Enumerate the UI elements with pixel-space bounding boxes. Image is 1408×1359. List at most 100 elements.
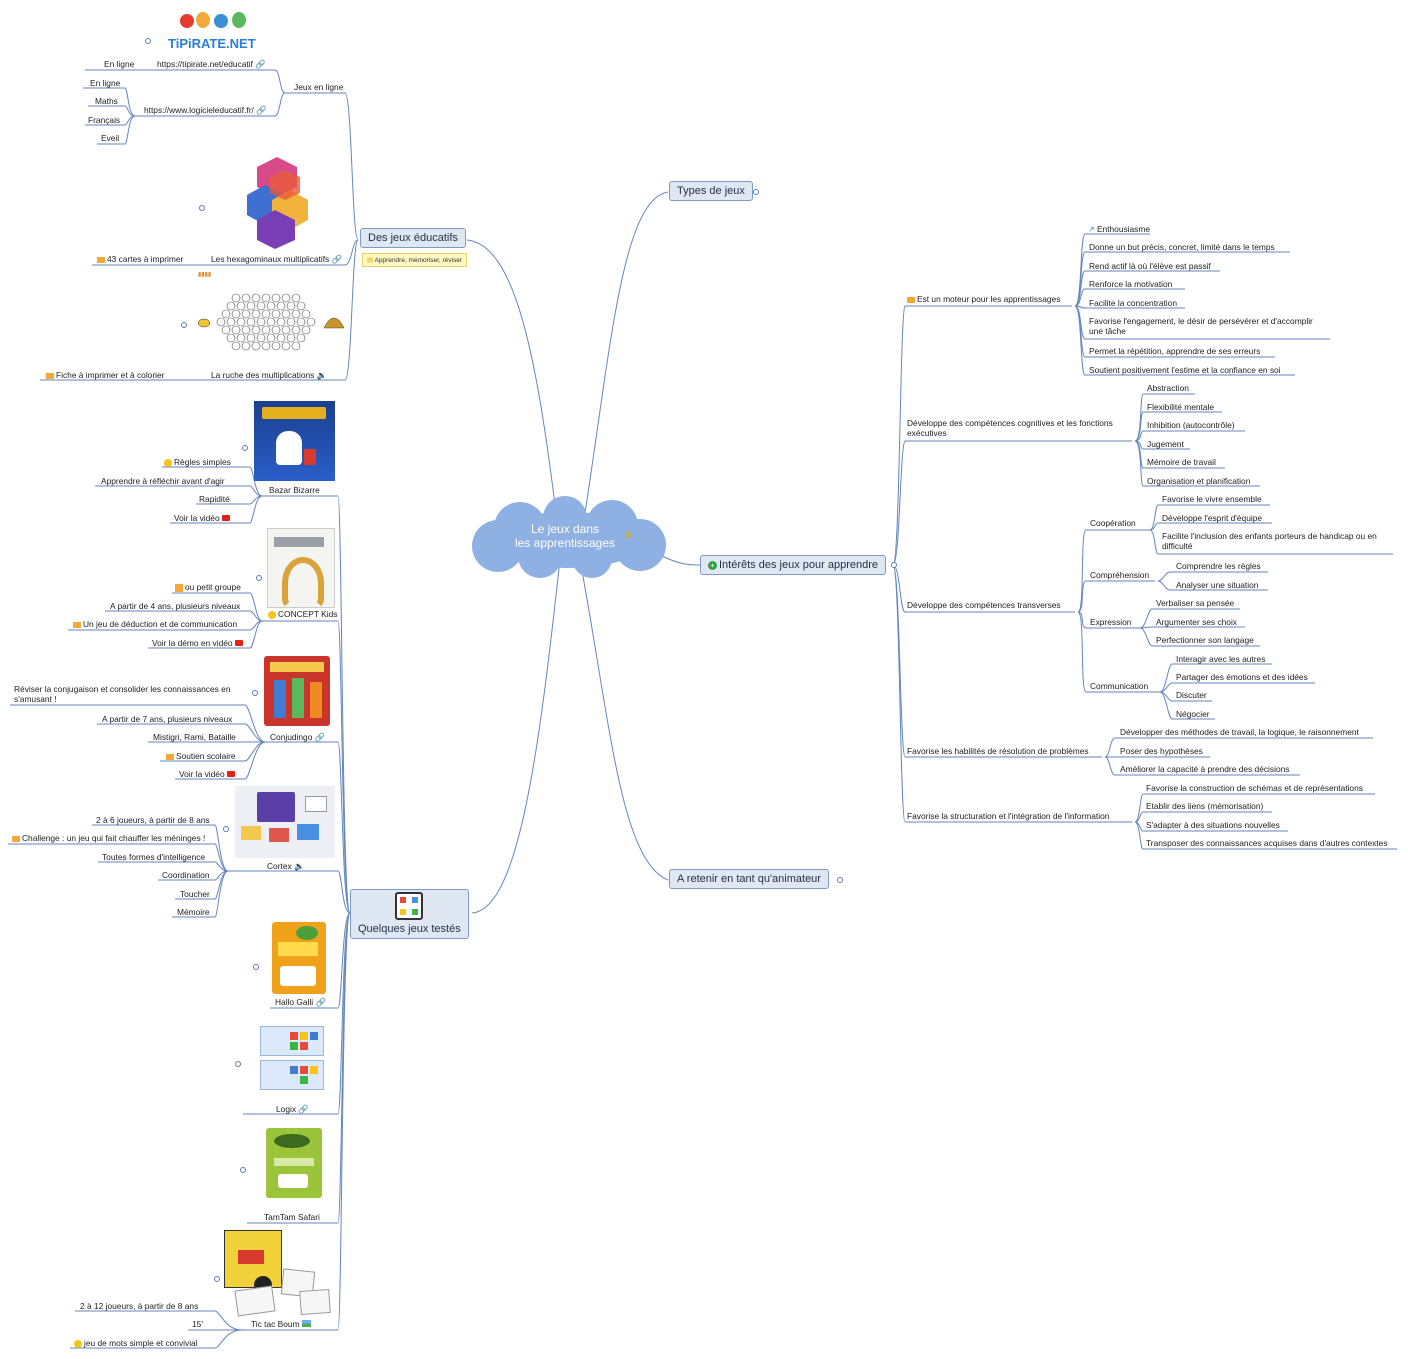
cognitives-child[interactable]: Inhibition (autocontrôle) — [1147, 420, 1235, 430]
moteur-child[interactable]: Rend actif là où l'élève est passif — [1089, 261, 1211, 271]
collapse-dot[interactable] — [253, 964, 259, 970]
logiciel-child[interactable]: Maths — [95, 96, 118, 106]
note-icon[interactable]: ▤ — [625, 530, 633, 539]
problemes-topic[interactable]: Favorise les habilités de résolution de … — [907, 746, 1089, 756]
topic-retenir[interactable]: A retenir en tant qu'animateur — [669, 869, 829, 889]
collapse-dot[interactable] — [753, 189, 759, 195]
cortex-child[interactable]: Coordination — [162, 870, 210, 880]
tipirate-child[interactable]: En ligne — [104, 59, 135, 69]
concept-kids-image[interactable] — [267, 528, 335, 609]
comprehension-child[interactable]: Analyser une situation — [1176, 580, 1259, 590]
logiciel-child[interactable]: Français — [88, 115, 121, 125]
cognitives-topic[interactable]: Développe des compétences cognitives et … — [907, 418, 1113, 438]
hexa-child[interactable]: 43 cartes à imprimer — [97, 254, 183, 264]
jeux-en-ligne-topic[interactable]: Jeux en ligne — [294, 82, 344, 92]
bazar-bizarre-image[interactable] — [254, 401, 335, 481]
structuration-child[interactable]: S'adapter à des situations nouvelles — [1146, 820, 1280, 830]
tamtam-safari-image[interactable] — [266, 1128, 322, 1198]
collapse-dot[interactable] — [235, 1061, 241, 1067]
cortex-child[interactable]: Mémoire — [177, 907, 210, 917]
concept-child[interactable]: A partir de 4 ans, plusieurs niveaux — [110, 601, 241, 611]
communication-child[interactable]: Partager des émotions et des idées — [1176, 672, 1308, 682]
conjudingo-child[interactable]: Mistigri, Rami, Bataille — [153, 732, 236, 742]
game-name[interactable]: Bazar Bizarre — [269, 485, 320, 495]
game-name[interactable]: TamTam Safari — [264, 1212, 320, 1222]
logiciel-link[interactable]: https://www.logicieleducatif.fr/ 🔗 — [144, 105, 267, 115]
structuration-child[interactable]: Favorise la construction de schémas et d… — [1146, 783, 1363, 793]
topic-jeux-educatifs[interactable]: Des jeux éducatifs — [360, 228, 466, 248]
cooperation-topic[interactable]: Coopération — [1090, 518, 1136, 528]
hexagominaux-image[interactable] — [245, 155, 310, 250]
tipirate-link[interactable]: https://tipirate.net/educatif 🔗 — [157, 59, 266, 69]
cortex-topic[interactable]: Cortex 🔉 — [267, 861, 304, 871]
expression-child[interactable]: Argumenter ses choix — [1156, 617, 1237, 627]
cortex-child[interactable]: Challenge : un jeu qui fait chauffer les… — [12, 833, 205, 843]
communication-child[interactable]: Discuter — [1176, 690, 1207, 700]
collapse-dot[interactable] — [256, 575, 262, 581]
cooperation-child[interactable]: Facilite l'inclusion des enfants porteur… — [1162, 531, 1377, 551]
hexa-topic[interactable]: Les hexagominaux multiplicatifs 🔗 — [211, 254, 342, 264]
comprehension-topic[interactable]: Compréhension — [1090, 570, 1150, 580]
moteur-child[interactable]: Donne un but précis, concret, limité dan… — [1089, 242, 1275, 252]
problemes-child[interactable]: Améliorer la capacité à prendre des déci… — [1120, 764, 1290, 774]
moteur-child[interactable]: Facilite la concentration — [1089, 298, 1177, 308]
cortex-image[interactable] — [235, 786, 335, 858]
central-topic[interactable]: Le jeux dans les apprentissages — [500, 522, 630, 550]
cortex-child[interactable]: Toucher — [180, 889, 210, 899]
tic-tac-boum-image[interactable] — [224, 1230, 332, 1317]
moteur-child[interactable]: Renforce la motivation — [1089, 279, 1173, 289]
structuration-child[interactable]: Etablir des liens (mémorisation) — [1146, 801, 1264, 811]
tictac-topic[interactable]: Tic tac Boum — [251, 1319, 311, 1329]
hallo-galli-image[interactable] — [272, 922, 326, 994]
expression-child[interactable]: Perfectionner son langage — [1156, 635, 1254, 645]
cooperation-child[interactable]: Développe l'esprit d'équipe — [1162, 513, 1263, 523]
concept-child[interactable]: Voir la démo en vidéo — [152, 638, 243, 648]
collapse-dot[interactable] — [837, 877, 843, 883]
logix-image[interactable] — [260, 1026, 324, 1090]
logiciel-child[interactable]: En ligne — [90, 78, 121, 88]
ruche-topic[interactable]: La ruche des multiplications 🔉 — [211, 370, 327, 380]
cortex-child[interactable]: 2 à 6 joueurs, à partir de 8 ans — [96, 815, 210, 825]
communication-child[interactable]: Interagir avec les autres — [1176, 654, 1266, 664]
tictac-child[interactable]: 2 à 12 joueurs, à partir de 8 ans — [80, 1301, 199, 1311]
collapse-dot[interactable] — [214, 1276, 220, 1282]
problemes-child[interactable]: Développer des méthodes de travail, la l… — [1120, 727, 1359, 737]
collapse-dot[interactable] — [242, 445, 248, 451]
cognitives-child[interactable]: Organisation et planification — [1147, 476, 1251, 486]
bazar-child[interactable]: Voir la vidéo — [174, 513, 230, 523]
moteur-child[interactable]: Soutient positivement l'estime et la con… — [1089, 365, 1281, 375]
conjudingo-child[interactable]: Soutien scolaire — [166, 751, 236, 761]
communication-child[interactable]: Négocier — [1176, 709, 1210, 719]
tipirate-logo[interactable]: TiPiRATE.NET — [168, 12, 263, 56]
cognitives-child[interactable]: Mémoire de travail — [1147, 457, 1216, 467]
bazar-child[interactable]: Apprendre à réfléchir avant d'agir — [101, 476, 225, 486]
moteur-topic[interactable]: Est un moteur pour les apprentissages — [907, 294, 1060, 304]
cooperation-child[interactable]: Favorise le vivre ensemble — [1162, 494, 1262, 504]
hallo-topic[interactable]: Hallo Galli 🔗 — [275, 997, 326, 1007]
conjudingo-child[interactable]: A partir de 7 ans, plusieurs niveaux — [102, 714, 233, 724]
ruche-child[interactable]: Fiche à imprimer et à colorier — [46, 370, 164, 380]
ruche-image[interactable]: ▮▮▮▮ — [196, 268, 346, 368]
collapse-dot[interactable] — [145, 38, 151, 44]
expression-child[interactable]: Verbaliser sa pensée — [1156, 598, 1235, 608]
conjudingo-image[interactable] — [264, 656, 330, 726]
concept-child[interactable]: Un jeu de déduction et de communication — [73, 619, 237, 629]
concept-child[interactable]: ou petit groupe — [175, 582, 241, 592]
collapse-dot[interactable] — [199, 205, 205, 211]
collapse-dot[interactable] — [181, 322, 187, 328]
cortex-child[interactable]: Toutes formes d'intelligence — [102, 852, 206, 862]
comprehension-child[interactable]: Comprendre les règles — [1176, 561, 1261, 571]
moteur-child[interactable]: ↗ Enthousiasme — [1088, 224, 1150, 235]
topic-jeux-testes[interactable]: Quelques jeux testés — [350, 889, 469, 939]
collapse-dot[interactable] — [891, 562, 897, 568]
conjudingo-child[interactable]: Voir la vidéo — [179, 769, 235, 779]
tictac-child[interactable]: 15' — [192, 1319, 203, 1329]
bazar-child[interactable]: Règles simples — [164, 457, 231, 467]
concept-topic[interactable]: CONCEPT Kids — [268, 609, 337, 619]
moteur-child[interactable]: Favorise l'engagement, le désir de persé… — [1089, 316, 1313, 336]
logiciel-child[interactable]: Eveil — [101, 133, 120, 143]
expression-topic[interactable]: Expression — [1090, 617, 1132, 627]
collapse-dot[interactable] — [223, 826, 229, 832]
transverses-topic[interactable]: Développe des compétences transverses — [907, 600, 1061, 610]
structuration-topic[interactable]: Favorise la structuration et l'intégrati… — [907, 811, 1110, 821]
